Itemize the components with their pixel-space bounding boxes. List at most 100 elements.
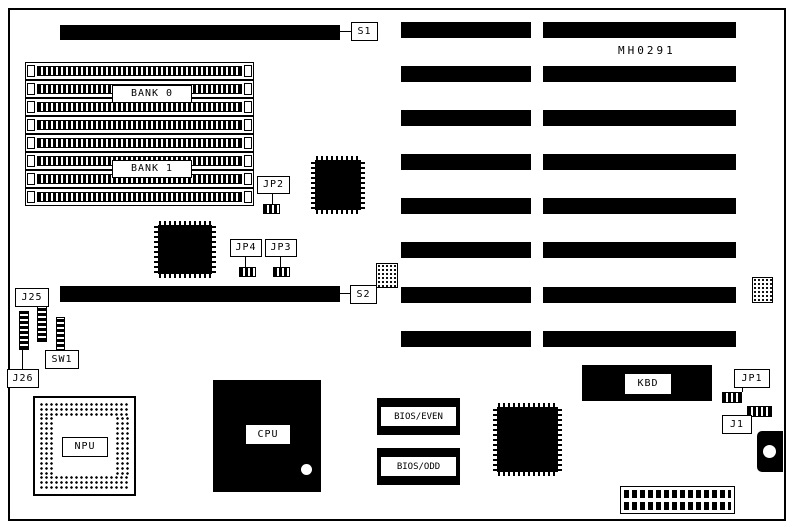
- s1-label: S1: [351, 22, 378, 41]
- simm-clip: [244, 191, 252, 203]
- chip-pins-bottom: [159, 273, 211, 278]
- chip-pins-top: [316, 156, 360, 161]
- expansion-slot: [401, 110, 531, 126]
- expansion-slot: [543, 198, 736, 214]
- simm-contacts: [37, 192, 242, 202]
- header-pins-row: [624, 502, 731, 510]
- expansion-slot: [401, 154, 531, 170]
- expansion-slot: [401, 22, 531, 38]
- simm-clip: [244, 137, 252, 149]
- simm-contacts: [37, 120, 242, 130]
- npu-pin-grid-right: [115, 416, 130, 476]
- header-pins-row: [624, 490, 731, 498]
- npu-pin-grid-left: [39, 416, 54, 476]
- simm-clip: [27, 137, 35, 149]
- chip-pins-left: [154, 226, 159, 273]
- simm-clip: [244, 65, 252, 77]
- j25-pin-strip: [19, 311, 29, 350]
- chip-body: [315, 160, 361, 210]
- expansion-slot: [543, 22, 736, 38]
- expansion-slot: [401, 331, 531, 347]
- bios-odd-chip: BIOS/ODD: [377, 448, 460, 485]
- expansion-slot: [401, 287, 531, 303]
- expansion-slot: [543, 154, 736, 170]
- j1-pin-strip: [747, 406, 772, 417]
- simm-clip: [244, 101, 252, 113]
- simm-clip: [244, 119, 252, 131]
- sw1-dip-switch: [56, 317, 65, 353]
- expansion-slot: [401, 198, 531, 214]
- chip-pins-right: [211, 226, 216, 273]
- j25-pin-strip: [37, 306, 47, 342]
- jp3-label: JP3: [265, 239, 297, 257]
- jp2-label: JP2: [257, 176, 290, 194]
- slot-s2: [60, 286, 340, 302]
- s1-leader-line: [340, 31, 351, 32]
- cpu-label: CPU: [245, 424, 291, 445]
- chip-pins-bottom: [316, 209, 360, 214]
- slot-s1: [60, 25, 340, 40]
- j25-label: J25: [15, 288, 49, 307]
- qfp-chip: [311, 156, 365, 214]
- chip-pins-right: [360, 161, 365, 209]
- power-header-connector: [620, 486, 735, 514]
- s2-leader-line: [340, 293, 350, 294]
- j26-leader-line: [22, 348, 23, 369]
- chip-pins-top: [498, 403, 557, 408]
- s2-label: S2: [350, 285, 377, 304]
- jp1-jumper: [722, 392, 742, 403]
- simm-socket: [25, 62, 254, 80]
- simm-socket: [25, 188, 254, 206]
- jp3-jumper: [273, 267, 290, 277]
- bios-odd-label: BIOS/ODD: [380, 456, 457, 477]
- simm-clip: [27, 191, 35, 203]
- chip-pins-left: [311, 161, 316, 209]
- j1-label: J1: [722, 415, 752, 434]
- npu-pin-grid-top: [39, 402, 130, 417]
- expansion-slot: [401, 66, 531, 82]
- expansion-slot: [543, 287, 736, 303]
- npu-label: NPU: [62, 437, 108, 457]
- expansion-slot: [543, 110, 736, 126]
- npu-pin-grid-bottom: [39, 475, 130, 490]
- keyboard-din-connector: [757, 431, 783, 472]
- jp1-label: JP1: [734, 369, 770, 388]
- bios-even-chip: BIOS/EVEN: [377, 398, 460, 435]
- jp3-leader-line: [280, 255, 281, 267]
- simm-socket: [25, 116, 254, 134]
- simm-clip: [244, 173, 252, 185]
- expansion-slot: [543, 66, 736, 82]
- kbd-label: KBD: [624, 373, 672, 395]
- jp2-leader-line: [272, 192, 273, 204]
- jp4-jumper: [239, 267, 256, 277]
- sw1-label: SW1: [45, 350, 79, 369]
- jp4-label: JP4: [230, 239, 262, 257]
- chip-body: [497, 407, 558, 472]
- jp2-jumper: [263, 204, 280, 214]
- jp4-leader-line: [245, 255, 246, 267]
- grid-connector: [752, 277, 773, 303]
- simm-clip: [27, 119, 35, 131]
- qfp-chip: [154, 221, 216, 278]
- cpu-pin1-marker: [301, 464, 312, 475]
- simm-clip: [27, 173, 35, 185]
- chip-pins-right: [557, 408, 562, 471]
- board-outline: [8, 8, 786, 521]
- j26-label: J26: [7, 369, 39, 388]
- simm-contacts: [37, 102, 242, 112]
- simm-clip: [27, 101, 35, 113]
- cpu-chip: CPU: [213, 380, 321, 492]
- jp1-leader-line: [742, 386, 743, 392]
- npu-socket: NPU: [33, 396, 136, 496]
- chip-pins-top: [159, 221, 211, 226]
- simm-contacts: [37, 138, 242, 148]
- simm-clip: [27, 83, 35, 95]
- part-number: MH0291: [618, 44, 676, 57]
- simm-contacts: [37, 66, 242, 76]
- bank1-label: BANK 1: [112, 160, 192, 178]
- chip-pins-left: [493, 408, 498, 471]
- expansion-slot: [543, 331, 736, 347]
- simm-clip: [27, 65, 35, 77]
- qfp-chip: [493, 403, 562, 476]
